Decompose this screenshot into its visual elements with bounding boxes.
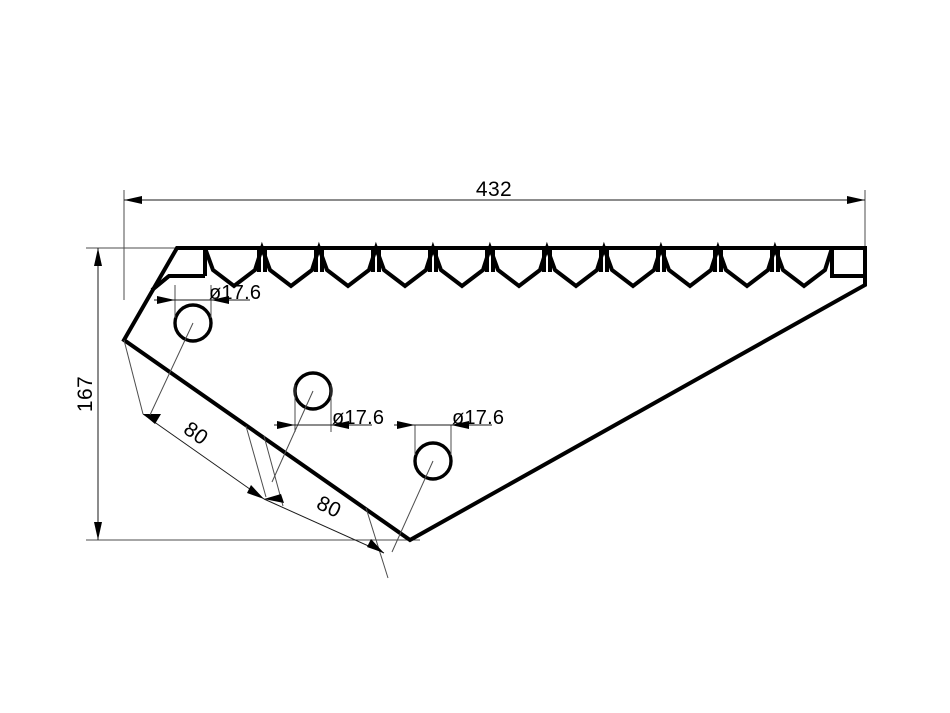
arrow-80b-start	[264, 494, 284, 503]
leader-hole-1	[149, 322, 194, 416]
arrow-dia-3-right	[451, 421, 469, 429]
arrow-dia-3-left	[397, 421, 415, 429]
blade-body-outline	[121, 246, 867, 543]
ext-line-80a-start	[123, 339, 144, 415]
arrow-dia-2-left	[277, 421, 295, 429]
hole-1	[173, 303, 213, 343]
arrow-80a-end	[247, 485, 264, 499]
arrow-167-top	[94, 248, 102, 266]
serrated-edge-group	[169, 241, 865, 289]
dim-label-432: 432	[476, 178, 512, 201]
arrow-dia-2-right	[331, 421, 349, 429]
dimension-167-group: 167	[74, 248, 102, 540]
extension-lines	[86, 190, 866, 541]
hole-3	[413, 441, 453, 481]
dimension-dia-3-group: ø17.6	[391, 407, 504, 553]
left-chamfer-land-path	[150, 274, 205, 292]
serration-right-land	[830, 248, 865, 278]
serration-slits	[257, 248, 780, 272]
ext-line-80a-end	[245, 425, 267, 498]
dimension-dia-2-group: ø17.6	[271, 385, 384, 483]
dim-label-dia-2: ø17.6	[332, 407, 384, 429]
arrow-dia-1-right	[211, 296, 229, 304]
dimension-432-group: 432	[124, 178, 865, 204]
dim-label-dia-3: ø17.6	[452, 407, 504, 429]
serration-wave-profile	[177, 241, 834, 289]
dim-label-80-second: 80	[313, 492, 345, 523]
arrow-432-left	[124, 196, 142, 204]
part-outline-group	[121, 241, 867, 543]
ext-line-80b-start	[263, 435, 284, 507]
arrow-80a-start	[143, 414, 161, 424]
dim-line-80b	[263, 498, 385, 554]
arrow-167-bottom	[94, 522, 102, 540]
dim-label-dia-1: ø17.6	[209, 282, 261, 304]
dim-label-167: 167	[74, 376, 97, 412]
dimension-80-first-group: 80	[123, 339, 267, 500]
dimension-dia-1-group: ø17.6	[149, 282, 261, 416]
dim-label-80-first: 80	[179, 417, 212, 450]
ext-line-80b-end	[365, 507, 389, 579]
leader-hole-2	[271, 390, 314, 483]
arrow-dia-1-left	[157, 296, 175, 304]
leader-hole-3	[391, 460, 434, 553]
arrow-80b-end	[367, 539, 384, 553]
dim-line-80a	[142, 413, 265, 500]
arrow-432-right	[847, 196, 865, 204]
